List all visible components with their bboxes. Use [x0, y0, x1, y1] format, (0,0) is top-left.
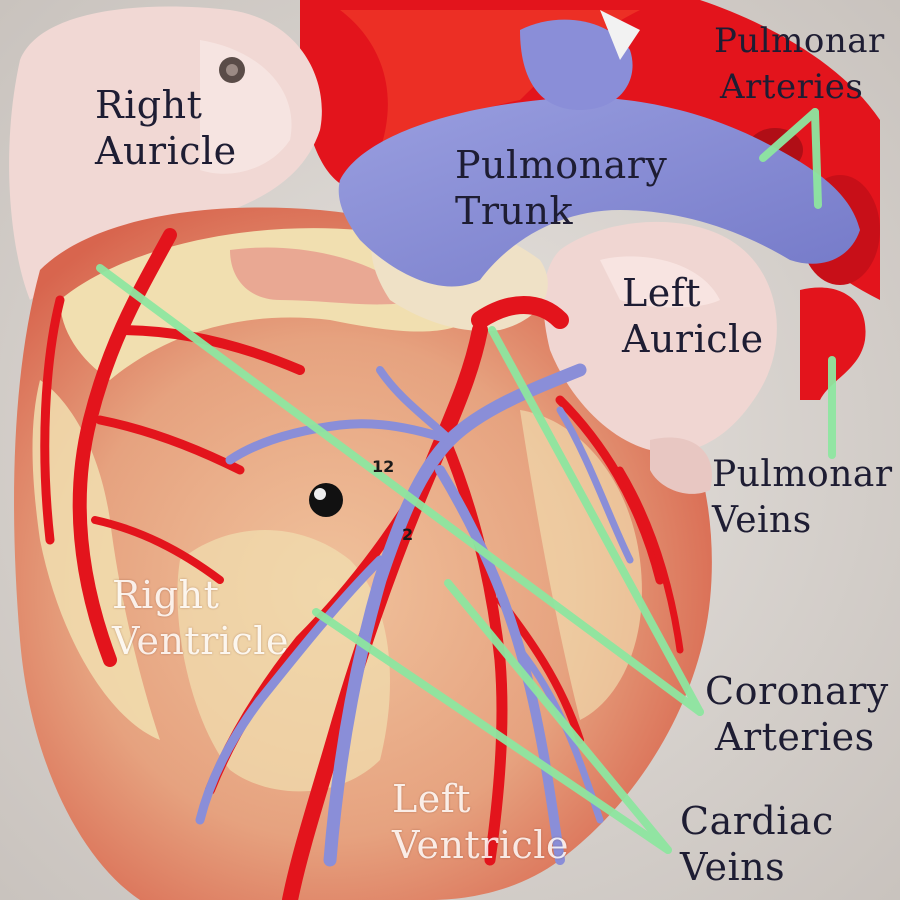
left-auricle-lobe: [650, 437, 712, 494]
label-right-auricle: Right Auricle: [95, 82, 237, 174]
left-auricle-highlight: [600, 256, 720, 308]
pointer-lines: [96, 108, 836, 854]
pin-hole: [309, 483, 343, 517]
label-cardiac-veins-line1: Cardiac: [680, 799, 834, 843]
label-coronary-arteries-line2: Arteries: [715, 715, 875, 759]
pointer-coronary-arteries-b: [488, 326, 704, 716]
label-pulmonary-veins-line1: Pulmonar: [712, 454, 893, 495]
label-left-auricle: Left Auricle: [622, 270, 764, 362]
label-pulmonary-veins-line2: Veins: [712, 500, 812, 541]
label-right-ventricle-line1: Right: [112, 573, 220, 617]
left-auricle-model: [543, 221, 777, 453]
label-pulmonary-veins: Pulmonar Veins: [712, 452, 893, 544]
label-cardiac-veins: Cardiac Veins: [680, 798, 834, 890]
white-tab: [600, 10, 640, 60]
label-left-ventricle-line2: Ventricle: [392, 823, 569, 867]
fat-deposit-left: [32, 380, 160, 740]
label-right-auricle-line2: Auricle: [95, 129, 237, 173]
label-coronary-arteries-line1: Coronary: [705, 669, 889, 713]
pin-hole-highlight: [314, 488, 326, 500]
pointer-cardiac-veins-a: [312, 608, 672, 854]
label-right-auricle-line1: Right: [95, 83, 203, 127]
label-right-ventricle-line2: Ventricle: [112, 619, 289, 663]
label-pulmonary-arteries-line1: Pulmonar: [714, 21, 885, 61]
label-right-ventricle: Right Ventricle: [112, 572, 289, 664]
pointer-pulmonary-arteries-b: [811, 108, 822, 209]
pulmonary-trunk-model: [338, 97, 860, 287]
label-pulmonary-arteries: Pulmonar Arteries: [714, 18, 885, 110]
label-pulmonary-trunk-line1: Pulmonary: [455, 143, 668, 187]
label-left-auricle-line2: Auricle: [622, 317, 764, 361]
label-left-ventricle-line1: Left: [392, 777, 472, 821]
pointer-pulmonary-arteries-a: [759, 108, 819, 162]
muscle-streak: [230, 247, 420, 305]
label-pulmonary-trunk-line2: Trunk: [455, 189, 573, 233]
model-tag-2: 2: [402, 525, 413, 544]
model-tag-12: 12: [372, 457, 394, 476]
fat-deposit-upper: [60, 228, 470, 380]
label-left-auricle-line1: Left: [622, 271, 702, 315]
label-left-ventricle: Left Ventricle: [392, 776, 569, 868]
label-pulmonary-arteries-line2: Arteries: [720, 67, 864, 107]
pointer-coronary-arteries-a: [96, 264, 704, 716]
pulmonary-trunk-upper: [520, 19, 633, 110]
screw-head: [226, 64, 238, 76]
label-pulmonary-trunk: Pulmonary Trunk: [455, 142, 667, 234]
label-cardiac-veins-line2: Veins: [680, 845, 786, 889]
pointer-cardiac-veins-b: [444, 579, 672, 854]
label-coronary-arteries: Coronary Arteries: [705, 668, 889, 760]
pulmonary-veins-model: [800, 287, 866, 400]
